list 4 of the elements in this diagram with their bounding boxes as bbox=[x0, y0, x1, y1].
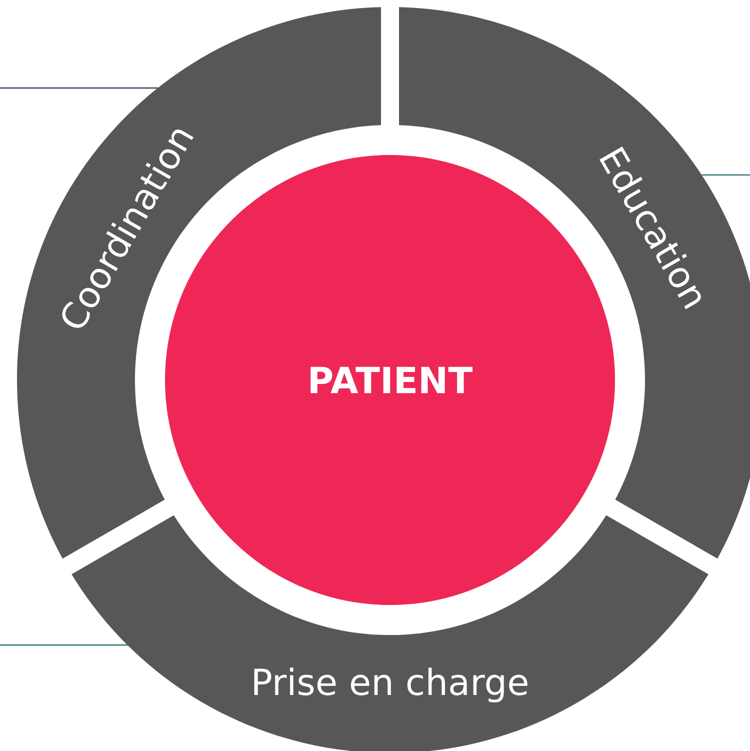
leader-line bbox=[702, 174, 750, 176]
leader-line bbox=[0, 644, 128, 646]
ring-segment: Prise en charge bbox=[72, 515, 708, 751]
leader-line bbox=[0, 87, 158, 89]
